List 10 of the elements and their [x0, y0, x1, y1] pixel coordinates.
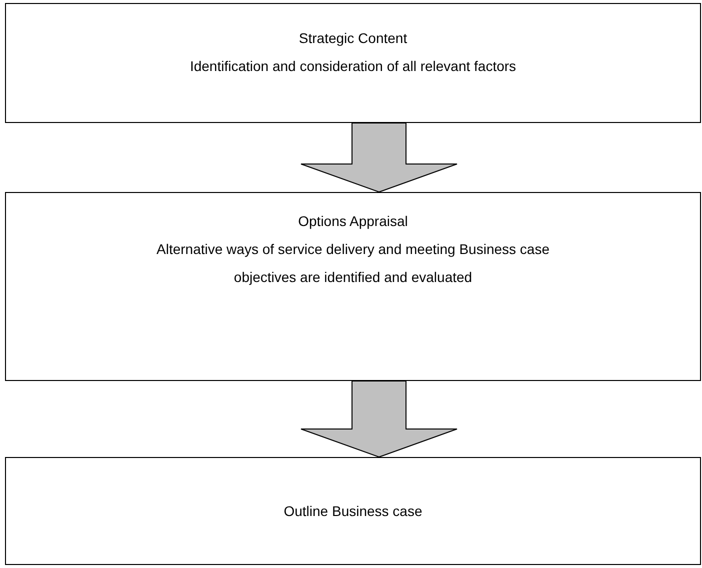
box-text: Outline Business case — [284, 502, 422, 521]
block-arrow — [300, 380, 458, 458]
process-box — [5, 3, 701, 123]
process-box — [5, 457, 701, 565]
block-arrow — [300, 122, 458, 193]
box-text: Alternative ways of service delivery and meeting Business case objectives are identified and evaluated — [156, 240, 550, 287]
process-box — [5, 192, 701, 381]
box-text: Identification and consideration of all relevant factors — [190, 57, 516, 76]
box-heading: Options Appraisal — [298, 212, 408, 231]
box-heading: Strategic Content — [298, 29, 408, 48]
